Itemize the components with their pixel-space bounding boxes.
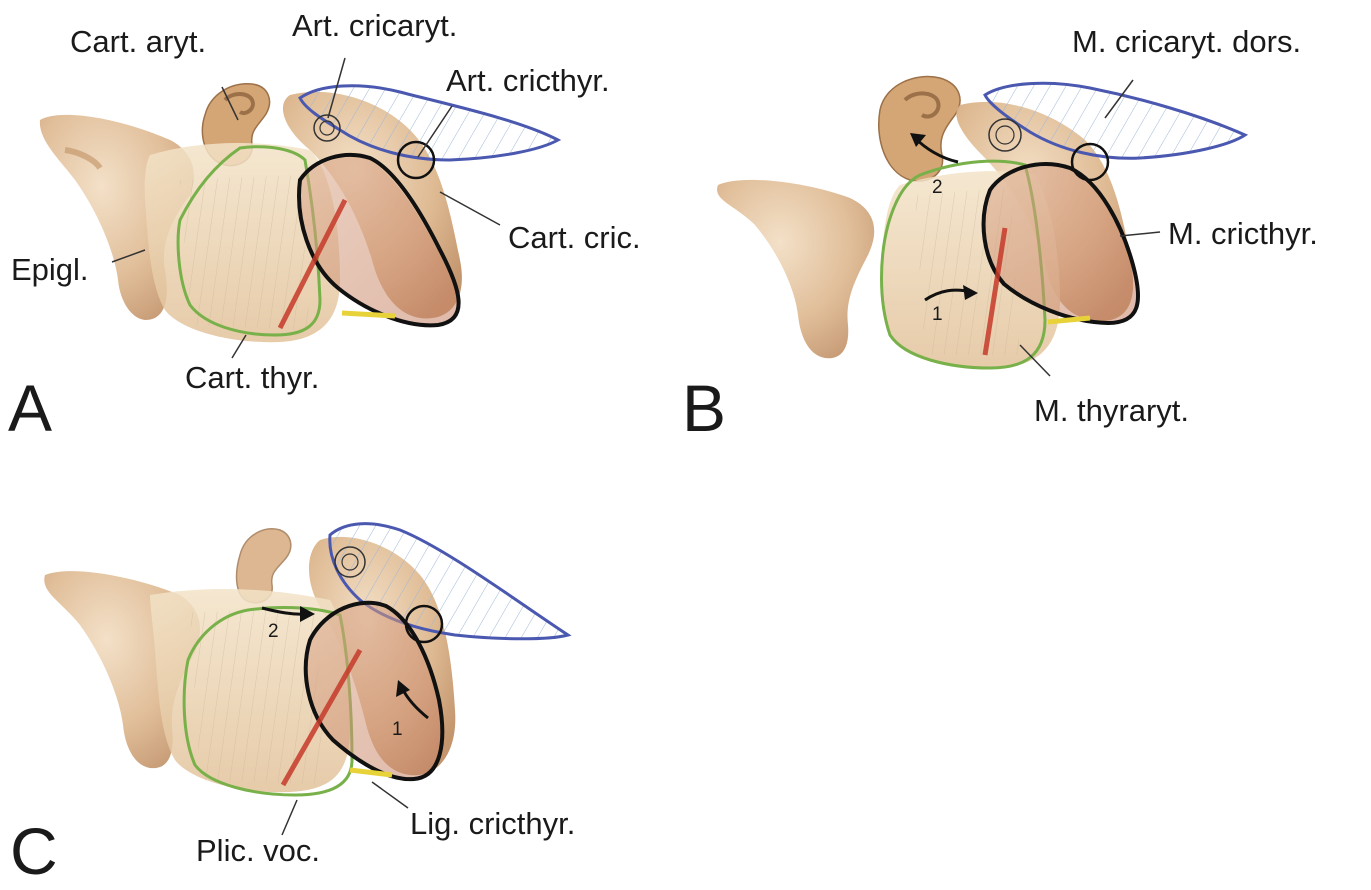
label-cart-cric: Cart. cric. [508,222,641,253]
label-lig-cricthyr: Lig. cricthyr. [410,808,575,839]
label-cart-thyr: Cart. thyr. [185,362,319,393]
panel-letter-b: B [682,375,726,441]
label-m-cricaryt-dors: M. cricaryt. dors. [1072,26,1301,57]
panel-b-drawing [717,77,1245,376]
ligament-a [342,313,395,316]
panel-letter-c: C [10,818,58,884]
label-art-cricaryt: Art. cricaryt. [292,10,457,41]
label-cart-aryt: Cart. aryt. [70,26,206,57]
label-art-cricthyr: Art. cricthyr. [446,65,610,96]
arrow-label-1-c: 1 [392,720,403,739]
label-epigl: Epigl. [11,254,89,285]
arrow-label-1-b: 1 [932,305,943,324]
label-m-cricthyr: M. cricthyr. [1168,218,1318,249]
panel-c-drawing [44,524,568,835]
arrow-label-2-b: 2 [932,178,943,197]
panel-letter-a: A [8,375,52,441]
label-plic-voc: Plic. voc. [196,835,320,866]
panel-a-drawing [40,58,558,358]
epiglottis-shape-b [717,180,874,358]
label-m-thyraryt: M. thyraryt. [1034,395,1189,426]
arrow-label-2-c: 2 [268,622,279,641]
